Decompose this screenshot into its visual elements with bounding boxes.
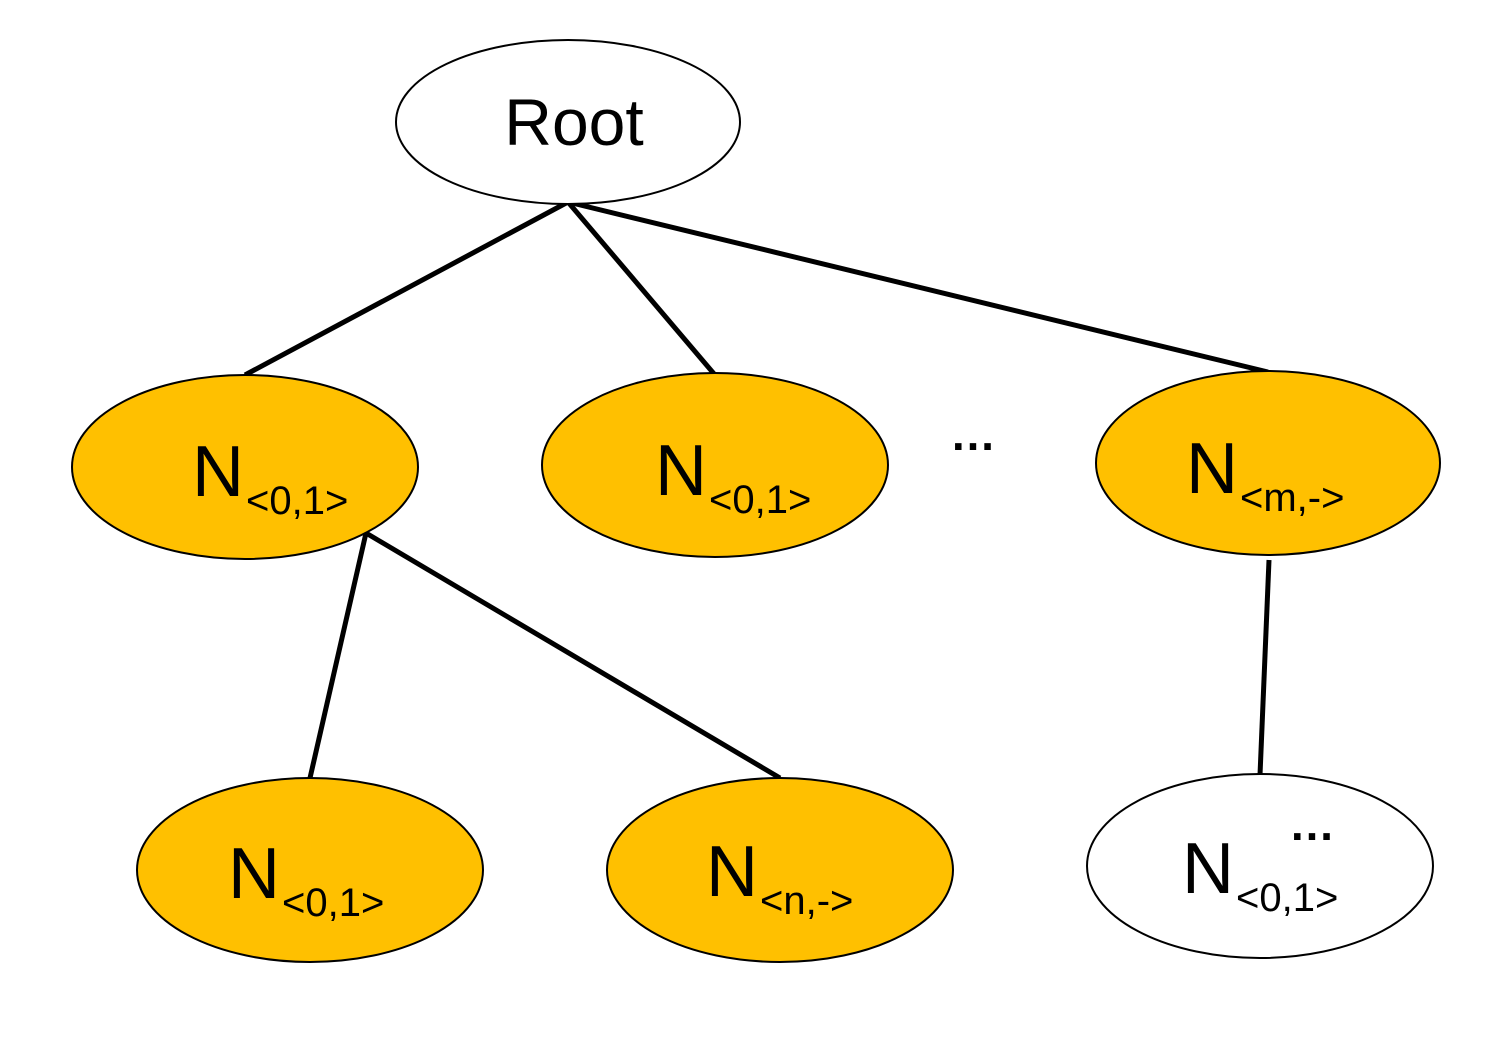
ellipsis-level2: …	[1289, 798, 1335, 850]
node-level2-b: N<n,->	[606, 777, 954, 963]
ellipsis-level1: …	[950, 408, 996, 460]
root-label: Root	[504, 85, 643, 159]
node-subscript: <n,->	[760, 879, 853, 923]
node-level2-c: … N<0,1>	[1086, 773, 1434, 959]
node-label: N<n,->	[706, 832, 853, 923]
edge-node-c-to-leaf-c	[1257, 559, 1272, 776]
node-label: N<0,1>	[192, 432, 348, 523]
node-subscript: <0,1>	[709, 478, 811, 522]
node-level1-a: N<0,1>	[71, 374, 419, 560]
node-main-text: N	[192, 432, 244, 512]
edge-root-to-node-c	[567, 199, 1269, 375]
node-shape	[1095, 370, 1441, 556]
node-subscript: <0,1>	[1236, 876, 1338, 920]
node-main-text: N	[655, 431, 707, 511]
edge-node-a-to-leaf-b	[364, 530, 782, 781]
edge-root-to-node-b	[566, 200, 717, 377]
node-shape	[71, 374, 419, 560]
node-shape	[1086, 773, 1434, 959]
node-label: N<0,1>	[655, 431, 811, 522]
node-shape	[541, 372, 889, 558]
node-main-text: N	[1186, 429, 1238, 509]
node-level2-a: N<0,1>	[136, 777, 484, 963]
root-node: Root	[395, 39, 741, 205]
node-subscript: <0,1>	[246, 479, 348, 523]
node-main-text: N	[706, 832, 758, 912]
edge-node-a-to-leaf-a	[307, 532, 369, 779]
node-subscript: <0,1>	[282, 881, 384, 925]
node-label: N<m,->	[1186, 429, 1344, 520]
edge-root-to-node-a	[243, 199, 570, 378]
node-shape	[136, 777, 484, 963]
node-level1-b: N<0,1>	[541, 372, 889, 558]
node-level1-c: N<m,->	[1095, 370, 1441, 556]
node-main-text: N	[228, 834, 280, 914]
node-label: N<0,1>	[228, 834, 384, 925]
node-main-text: N	[1182, 829, 1234, 909]
root-node-shape	[395, 39, 741, 205]
node-subscript: <m,->	[1240, 476, 1344, 520]
node-label: N<0,1>	[1182, 829, 1338, 920]
node-shape	[606, 777, 954, 963]
